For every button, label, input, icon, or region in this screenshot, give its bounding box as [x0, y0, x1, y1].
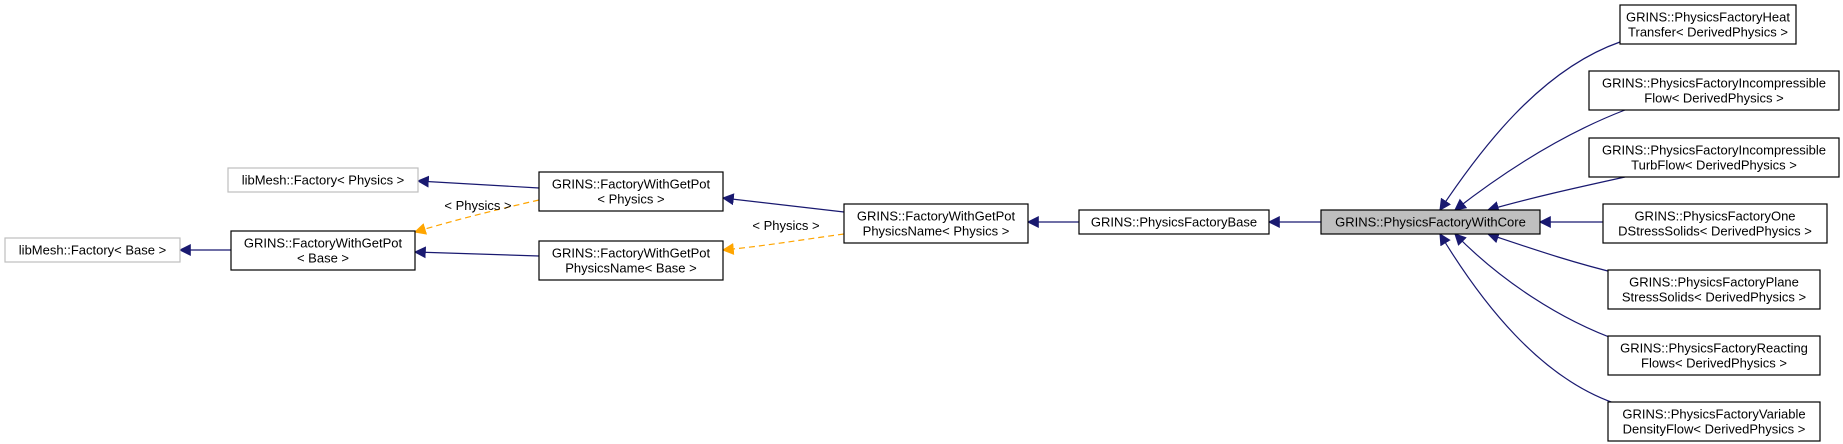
class-node-label-line: GRINS::PhysicsFactoryIncompressible — [1602, 76, 1826, 91]
class-node-box — [843, 203, 1029, 244]
class-node-label-line: GRINS::FactoryWithGetPot — [244, 236, 403, 251]
edge-labels-layer: < Physics > < Physics > — [444, 198, 819, 233]
class-node-label-line: Transfer< DerivedPhysics > — [1628, 25, 1788, 40]
edge-fgpn_phys-to-fgpn_base — [721, 233, 845, 255]
edge-incturb-to-pfwc — [1486, 176, 1626, 213]
class-node-box — [1607, 401, 1821, 442]
class-node-label-line: Flows< DerivedPhysics > — [1641, 356, 1787, 371]
edge-fgp_phys-to-lm_phys — [416, 175, 540, 189]
class-node-fgp-phys[interactable]: GRINS::FactoryWithGetPot< Physics > — [538, 171, 724, 212]
edge-fgpn_base-to-fgp_base — [413, 246, 540, 259]
class-node-box — [227, 167, 419, 193]
edge-react-to-pfwc — [1454, 233, 1621, 342]
class-node-label-line: libMesh::Factory< Base > — [19, 243, 166, 258]
class-node-box — [1588, 70, 1840, 111]
class-node-label-line: GRINS::PhysicsFactoryWithCore — [1335, 215, 1526, 230]
class-node-label-line: StressSolids< DerivedPhysics > — [1622, 290, 1806, 305]
edge-label-fgp_phys: < Physics > — [444, 198, 511, 213]
class-node-label-line: libMesh::Factory< Physics > — [242, 173, 405, 188]
class-node-label-line: GRINS::FactoryWithGetPot — [552, 177, 711, 192]
edge-fgp_phys-to-fgp_base — [413, 199, 540, 235]
class-node-box — [1078, 209, 1270, 235]
class-node-label-line: GRINS::PhysicsFactoryIncompressible — [1602, 143, 1826, 158]
class-node-box — [1607, 269, 1821, 310]
class-node-label-line: GRINS::PhysicsFactoryVariable — [1622, 407, 1805, 422]
class-node-incflow[interactable]: GRINS::PhysicsFactoryIncompressibleFlow<… — [1588, 70, 1840, 111]
class-node-label-line: TurbFlow< DerivedPhysics > — [1631, 158, 1797, 173]
class-node-box — [1588, 137, 1840, 178]
edge-vardens-to-pfwc — [1439, 232, 1621, 406]
class-node-lm-phys[interactable]: libMesh::Factory< Physics > — [227, 167, 419, 193]
class-node-label-line: GRINS::PhysicsFactoryReacting — [1620, 341, 1808, 356]
class-node-label-line: PhysicsName< Physics > — [863, 224, 1010, 239]
class-node-box — [1602, 203, 1828, 244]
class-node-label-line: < Base > — [297, 251, 349, 266]
class-node-fgp-base[interactable]: GRINS::FactoryWithGetPot< Base > — [230, 230, 416, 271]
class-node-incturb[interactable]: GRINS::PhysicsFactoryIncompressibleTurbF… — [1588, 137, 1840, 178]
edge-heat-to-pfwc — [1439, 41, 1621, 211]
edge-fgpn_phys-to-fgp_phys — [721, 193, 845, 213]
edge-incflow-to-pfwc — [1454, 109, 1626, 211]
class-node-label-line: GRINS::PhysicsFactoryPlane — [1629, 275, 1799, 290]
class-node-label-line: PhysicsName< Base > — [565, 261, 697, 276]
nodes-layer: libMesh::Factory< Base > libMesh::Factory… — [4, 4, 1840, 442]
class-node-label-line: Flow< DerivedPhysics > — [1644, 91, 1783, 106]
class-node-label-line: GRINS::PhysicsFactoryBase — [1091, 215, 1257, 230]
class-node-box — [1619, 4, 1797, 45]
class-node-box — [1607, 335, 1821, 376]
class-node-box — [4, 237, 181, 263]
class-node-label-line: DensityFlow< DerivedPhysics > — [1623, 422, 1806, 437]
edge-label-fgpn_phys: < Physics > — [752, 218, 819, 233]
class-node-box — [538, 240, 724, 281]
class-node-label-line: DStressSolids< DerivedPhysics > — [1618, 224, 1812, 239]
class-node-pfb[interactable]: GRINS::PhysicsFactoryBase — [1078, 209, 1270, 235]
edge-plane-to-pfwc — [1486, 231, 1621, 275]
class-node-plane[interactable]: GRINS::PhysicsFactoryPlaneStressSolids< … — [1607, 269, 1821, 310]
class-node-label-line: < Physics > — [597, 192, 664, 207]
class-node-box — [1320, 209, 1541, 235]
class-node-vardens[interactable]: GRINS::PhysicsFactoryVariableDensityFlow… — [1607, 401, 1821, 442]
class-node-label-line: GRINS::PhysicsFactoryOne — [1634, 209, 1795, 224]
class-node-lm-base[interactable]: libMesh::Factory< Base > — [4, 237, 181, 263]
class-node-label-line: GRINS::PhysicsFactoryHeat — [1626, 10, 1790, 25]
class-node-label-line: GRINS::FactoryWithGetPot — [552, 246, 711, 261]
class-node-box — [538, 171, 724, 212]
edges-layer — [178, 41, 1626, 406]
class-node-label-line: GRINS::FactoryWithGetPot — [857, 209, 1016, 224]
class-node-box — [230, 230, 416, 271]
class-node-pfwc[interactable]: GRINS::PhysicsFactoryWithCore — [1320, 209, 1541, 235]
